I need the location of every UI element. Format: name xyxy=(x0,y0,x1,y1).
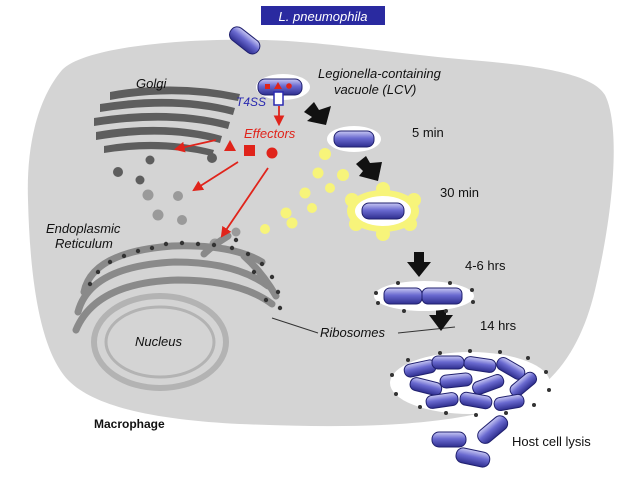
effector-circle xyxy=(266,147,278,159)
er-label-line2: Reticulum xyxy=(55,236,113,251)
golgi-apparatus xyxy=(94,86,240,185)
endoplasmic-reticulum xyxy=(72,232,280,334)
timepoint-label: 14 hrs xyxy=(480,318,517,333)
lcv-30min xyxy=(345,182,421,241)
lcv-14hrs xyxy=(390,349,551,417)
title-box xyxy=(261,6,385,25)
er-ribosomes xyxy=(87,229,283,311)
progression-arrows xyxy=(304,102,453,331)
t4ss-label: T4SS xyxy=(236,95,266,109)
nucleus-label: Nucleus xyxy=(135,334,182,349)
entering-bacterium xyxy=(229,26,261,55)
macrophage-label: Macrophage xyxy=(94,417,165,431)
timepoint-label: 30 min xyxy=(440,185,479,200)
secretory-vesicles xyxy=(260,148,349,234)
lysis-label: Host cell lysis xyxy=(512,434,591,449)
lcv-5min xyxy=(327,126,381,152)
t4ss-apparatus xyxy=(273,91,284,106)
golgi-label: Golgi xyxy=(136,76,167,91)
lcv-initial xyxy=(256,74,310,106)
effector-molecules xyxy=(224,140,278,159)
lcv-label-line1: Legionella-containing xyxy=(318,66,442,81)
title-label: L. pneumophila xyxy=(279,9,368,24)
timepoint-label: 5 min xyxy=(412,125,444,140)
ribosome-leader-lines xyxy=(271,317,456,334)
effector-square xyxy=(244,145,255,156)
er-label-line1: Endoplasmic xyxy=(46,221,121,236)
lcv-4-6hrs xyxy=(374,281,475,313)
effector-arrows xyxy=(173,106,285,238)
released-bacteria xyxy=(431,415,509,468)
ribosomes-label: Ribosomes xyxy=(320,325,386,340)
effector-triangle xyxy=(224,140,236,151)
timepoint-label: 4-6 hrs xyxy=(465,258,506,273)
macrophage-cell xyxy=(27,39,614,427)
nucleus xyxy=(91,293,229,391)
effectors-label: Effectors xyxy=(244,126,296,141)
lcv-label-line2: vacuole (LCV) xyxy=(334,82,416,97)
